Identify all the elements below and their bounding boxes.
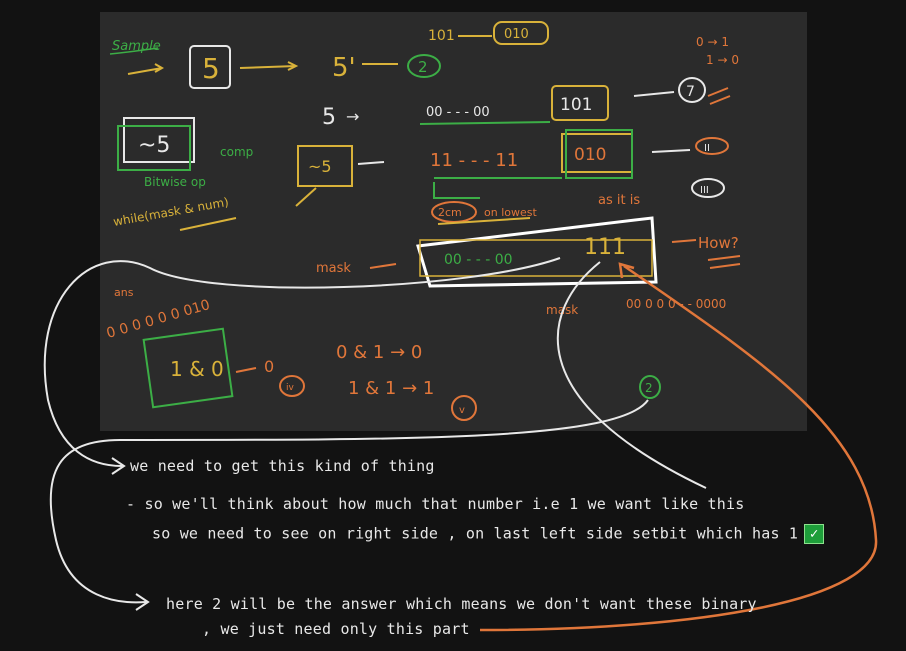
mask-zeros: 00 - - - 00 [444, 252, 513, 268]
row3-boxed-bits: 010 [574, 145, 606, 165]
mask-boxed-bits: 111 [584, 235, 626, 260]
white-arrow-2 [556, 261, 707, 489]
flip-rule-1: 0 → 1 [696, 35, 729, 49]
comp-label: comp [220, 145, 253, 159]
whiteboard-drawing: Sample 5 5' 2 101 010 0 → 1 1 → 0 5 → 00… [105, 21, 741, 421]
white-arrow-3 [49, 399, 649, 604]
ans-label: ans [114, 286, 134, 299]
note-line-1: we need to get this kind of thing [130, 457, 435, 475]
sample-label: Sample [112, 39, 161, 54]
note-line-3-row: so we need to see on right side , on las… [152, 524, 825, 544]
and-box-text: 1 & 0 [170, 357, 224, 381]
tilde-five-box: ~5 [138, 133, 170, 158]
and-box-tag: iv [286, 383, 295, 393]
row4-circled: 2cm [438, 206, 462, 219]
and-rule-2: 1 & 1 → 1 [348, 378, 434, 399]
white-arrow-1 [43, 257, 561, 467]
bits-010-top: 010 [504, 27, 529, 42]
five-prime: 5' [332, 53, 356, 83]
flip-rule-2: 1 → 0 [706, 53, 739, 67]
note-line-4: here 2 will be the answer which means we… [166, 595, 757, 613]
orange-arrow [479, 264, 878, 632]
and-box-result: 0 [264, 357, 274, 376]
and-rule-1: 0 & 1 → 0 [336, 342, 422, 363]
note-line-2: - so we'll think about how much that num… [126, 495, 745, 513]
row2-boxed-bits: 101 [560, 95, 592, 115]
row2-five: 5 [322, 105, 336, 130]
how-question: How? [698, 234, 739, 252]
boxed-five: 5 [202, 52, 220, 85]
circled-two-top: 2 [418, 58, 428, 76]
row2-result: 7 [686, 84, 695, 100]
mask-zero-bits: 00 0 0 0 - - 0000 [626, 297, 726, 311]
row3-ones: 11 - - - 11 [430, 150, 518, 171]
check-icon: ✓ [804, 524, 825, 544]
and-rules-tag: v [459, 405, 465, 416]
row2-zeros: 00 - - - 00 [426, 105, 490, 120]
bitwise-op-caption: Bitwise op [144, 175, 206, 189]
row3-roman: II [704, 143, 710, 154]
note-line-5: , we just need only this part [202, 620, 470, 638]
row4-roman: III [700, 185, 709, 196]
whiteboard: Sample 5 5' 2 101 010 0 → 1 1 → 0 5 → 00… [100, 12, 807, 431]
row3-boxed: ~5 [308, 157, 332, 176]
note-line-3: so we need to see on right side , on las… [152, 524, 799, 543]
row2-arrow: → [346, 107, 359, 126]
circled-two-bottom: 2 [645, 381, 653, 395]
row4-hint: on lowest [484, 206, 537, 219]
as-it-is: as it is [598, 193, 640, 208]
bits-101-top: 101 [428, 28, 455, 44]
mask-label: mask [316, 261, 351, 276]
